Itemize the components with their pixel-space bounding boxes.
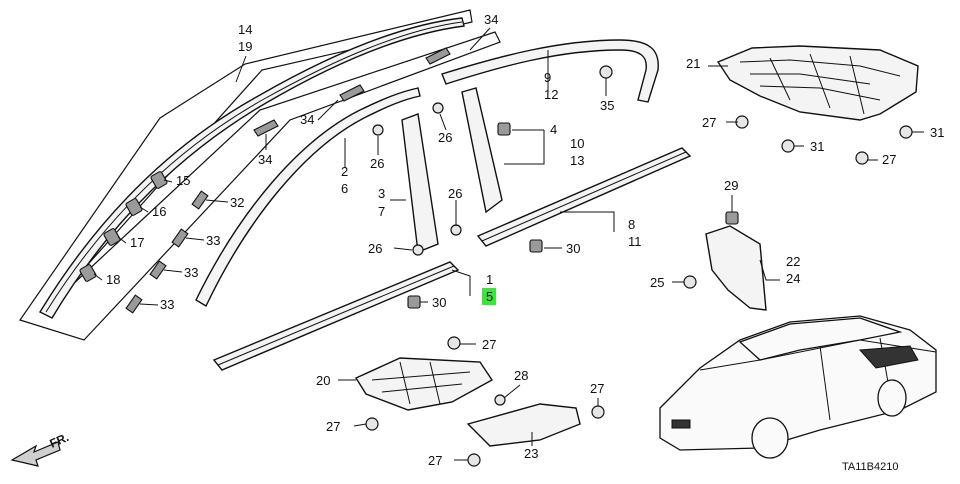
screw-26-d	[412, 244, 424, 256]
screw-27-floor-left	[365, 417, 379, 431]
callout-27-floor-left: 27	[326, 419, 340, 434]
rear-door-lower-molding-part	[476, 147, 692, 247]
callout-14: 14	[238, 22, 252, 37]
screw-27-floor-top	[447, 336, 461, 350]
clip-32	[191, 190, 209, 210]
callout-23: 23	[524, 446, 538, 461]
splash-shield-part	[705, 225, 767, 311]
callout-7: 7	[378, 204, 385, 219]
screw-27-rear-right	[591, 405, 605, 419]
clip-29	[725, 211, 739, 225]
front-pillar-garnish-part	[401, 113, 439, 253]
callout-27-cover-left: 27	[702, 115, 716, 130]
clip-33-upper	[171, 228, 189, 248]
clip-30-lower	[407, 295, 421, 309]
callout-26-d: 26	[368, 241, 382, 256]
callout-10: 10	[570, 136, 584, 151]
callout-labels: 14 19 34 9 12 35 21 34 34 15 16 17 18 32…	[48, 12, 945, 473]
screw-27-cover-right	[855, 151, 869, 165]
callout-31-cover-left: 31	[810, 139, 824, 154]
callout-31-cover-right: 31	[930, 125, 944, 140]
door-sash-molding-part	[195, 87, 421, 307]
leader-lines	[93, 27, 924, 461]
callout-5-highlight	[482, 288, 496, 305]
clip-34-top	[425, 47, 451, 65]
callout-26-b: 26	[438, 130, 452, 145]
callout-33-middle: 33	[184, 265, 198, 280]
clip-17	[103, 228, 121, 246]
screw-25	[683, 275, 697, 289]
callout-12: 12	[544, 87, 558, 102]
callout-33-lower: 33	[160, 297, 174, 312]
clip-28	[494, 394, 506, 406]
callout-34-left: 34	[258, 152, 272, 167]
clip-4	[497, 122, 511, 136]
callout-8: 8	[628, 217, 635, 232]
clip-34-middle	[339, 84, 365, 102]
callout-9: 9	[544, 70, 551, 85]
callout-21: 21	[686, 56, 700, 71]
callout-18: 18	[106, 272, 120, 287]
screw-26-b	[432, 102, 444, 114]
screw-26-c	[450, 224, 462, 236]
callout-27-rear-left: 27	[428, 453, 442, 468]
screw-26-a	[372, 124, 384, 136]
clip-31-cover-right	[899, 125, 913, 139]
callout-22: 22	[786, 254, 800, 269]
clip-18	[79, 264, 97, 282]
rear-door-upper-molding-part	[441, 39, 659, 103]
callout-20: 20	[316, 373, 330, 388]
callout-19: 19	[238, 39, 252, 54]
clip-34-left	[253, 119, 279, 137]
callout-27-rear-right: 27	[590, 381, 604, 396]
screw-27-rear-left	[467, 453, 481, 467]
clip-31-cover-left	[781, 139, 795, 153]
roof-group-boundary	[19, 9, 501, 341]
callout-29: 29	[724, 178, 738, 193]
callout-4: 4	[550, 122, 557, 137]
callout-27-floor-top: 27	[482, 337, 496, 352]
screw-35	[599, 65, 613, 79]
clip-15	[150, 171, 168, 189]
callout-28: 28	[514, 368, 528, 383]
callout-27-cover-right: 27	[882, 152, 896, 167]
callout-35: 35	[600, 98, 614, 113]
callout-25: 25	[650, 275, 664, 290]
callout-17: 17	[130, 235, 144, 250]
callout-5: 5	[486, 289, 493, 304]
front-arrow-label: FR.	[48, 430, 71, 451]
callout-30-lower: 30	[432, 295, 446, 310]
callout-16: 16	[152, 204, 166, 219]
rear-pillar-garnish-part	[461, 87, 503, 214]
front-direction-arrow	[10, 441, 61, 467]
car-illustration	[659, 315, 937, 459]
rear-under-cover-part	[466, 403, 581, 447]
callout-34-top: 34	[484, 12, 498, 27]
diagram-code: TA11B4210	[842, 461, 898, 473]
callout-3: 3	[378, 186, 385, 201]
callout-11: 11	[628, 234, 642, 249]
clip-16	[125, 198, 143, 216]
callout-26-c: 26	[448, 186, 462, 201]
clip-33-middle	[149, 260, 167, 280]
callout-15: 15	[176, 173, 190, 188]
callout-2: 2	[341, 164, 348, 179]
callout-33-upper: 33	[206, 233, 220, 248]
callout-32: 32	[230, 195, 244, 210]
callout-6: 6	[341, 181, 348, 196]
callout-13: 13	[570, 153, 584, 168]
callout-26-a: 26	[370, 156, 384, 171]
engine-under-cover-part	[716, 45, 919, 121]
callout-1: 1	[486, 272, 493, 287]
callout-24: 24	[786, 271, 800, 286]
floor-under-cover-part	[354, 357, 494, 411]
clip-33-lower	[125, 294, 143, 314]
front-door-lower-molding-part	[212, 261, 460, 371]
callout-34-middle: 34	[300, 112, 314, 127]
clip-30-upper	[529, 239, 543, 253]
callout-30-upper: 30	[566, 241, 580, 256]
